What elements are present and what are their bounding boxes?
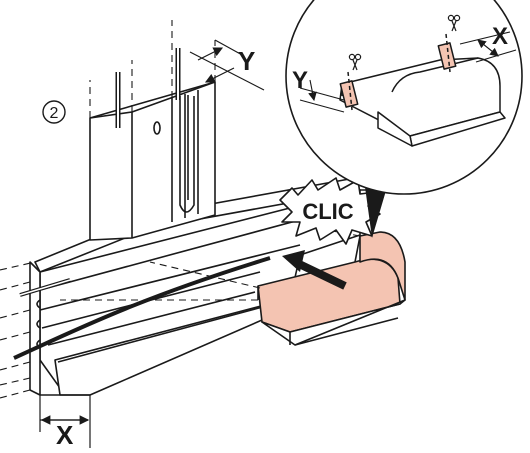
step-number: 2 bbox=[50, 105, 59, 122]
dimension-x-main bbox=[39, 395, 91, 448]
dimension-y-detail-label: Y bbox=[292, 67, 308, 94]
scissors-icon bbox=[447, 14, 461, 32]
corner-piece-detail bbox=[339, 33, 506, 147]
dimension-x-detail bbox=[459, 31, 517, 63]
clic-label: CLIC bbox=[302, 199, 353, 224]
scissors-icon bbox=[348, 53, 362, 71]
dimension-x-detail-label: X bbox=[492, 23, 508, 50]
clic-burst: CLIC bbox=[279, 177, 381, 245]
corner-piece-main bbox=[257, 231, 406, 346]
vertical-trunking bbox=[89, 81, 216, 241]
cables bbox=[13, 48, 271, 360]
dimension-y-main-label: Y bbox=[238, 46, 255, 76]
dimension-y-detail bbox=[299, 79, 345, 113]
dimension-y-main bbox=[189, 39, 265, 91]
dimension-x-main-label: X bbox=[56, 420, 74, 448]
step-indicator: 2 bbox=[42, 100, 66, 124]
insertion-arrow bbox=[282, 250, 347, 290]
trunking-extension-lines bbox=[0, 261, 36, 399]
